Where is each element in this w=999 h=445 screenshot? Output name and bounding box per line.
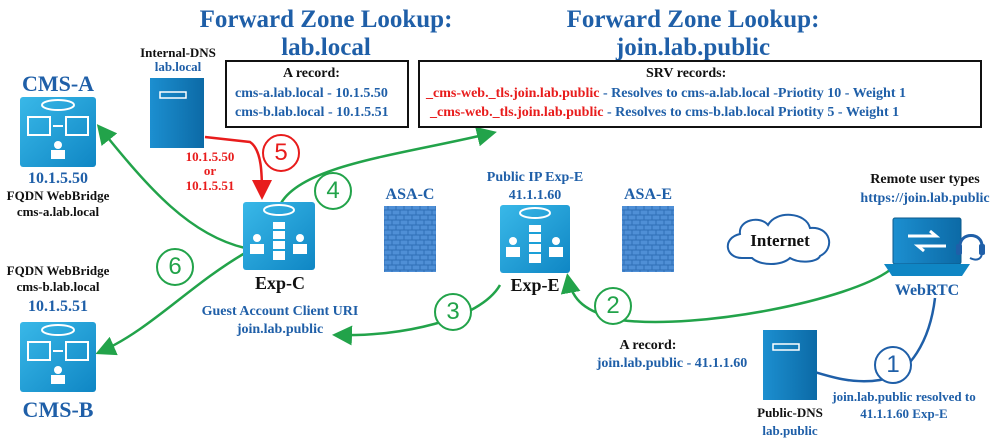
join-zone-title: Forward Zone Lookup: join.lab.public: [567, 6, 820, 61]
exp-c-icon: [243, 202, 315, 270]
step-6-badge: 6: [156, 248, 194, 286]
cms-a-fqdn: cms-a.lab.local: [16, 204, 100, 219]
remote-user-url: https://join.lab.public: [860, 191, 990, 206]
asa-e-title: ASA-E: [623, 186, 673, 203]
resolve-label-line2: or: [203, 163, 217, 179]
webrtc-title: WebRTC: [894, 282, 960, 299]
a-record-box: A record: cms-a.lab.local - 10.1.5.50 cm…: [225, 60, 409, 128]
join-zone-title-line2: join.lab.public: [615, 33, 771, 61]
a-record-row2: cms-b.lab.local - 10.1.5.51: [235, 105, 389, 120]
resolved-note-line1: join.lab.public resolved to: [832, 389, 976, 404]
asa-c-firewall-icon: [384, 206, 436, 272]
lab-zone-title: Forward Zone Lookup: lab.local: [200, 6, 453, 61]
resolve-label-line1: 10.1.5.50: [185, 149, 235, 164]
remote-user-label: Remote user types: [870, 172, 980, 187]
step-1-badge: 1: [874, 346, 912, 384]
internal-dns-label: Internal-DNS lab.local: [140, 45, 216, 75]
cms-b-fqdn-label: FQDN WebBridge: [6, 263, 110, 278]
internal-dns-title: Internal-DNS: [140, 45, 216, 60]
exp-c-guest-uri: join.lab.public: [236, 322, 324, 337]
public-a-record-row: join.lab.public - 41.1.1.60: [596, 356, 748, 371]
exp-e-title: Exp-E: [510, 275, 560, 295]
resolve-label: 10.1.5.50 or 10.1.5.51: [185, 149, 235, 193]
srv-record-title: SRV records:: [646, 66, 727, 81]
srv-row1-desc: - Resolves to cms-a.lab.local -Priotity …: [599, 86, 906, 101]
cms-a-ip: 10.1.5.50: [28, 170, 88, 187]
public-dns-server-icon: [763, 330, 817, 400]
internet-cloud-icon: [726, 213, 831, 265]
exp-e-public-ip: 41.1.1.60: [508, 188, 562, 203]
srv-row1-name: _cms-web._tls.join.lab.public: [426, 86, 600, 101]
exp-c-guest-uri-label: Guest Account Client URI: [201, 304, 359, 319]
exp-e-icon: [500, 205, 570, 273]
join-zone-title-line1: Forward Zone Lookup:: [566, 6, 820, 33]
arrow-step5-dns: [204, 135, 272, 200]
arrow-step6-cms-b: [95, 251, 246, 356]
cms-a-fqdn-label: FQDN WebBridge: [6, 188, 110, 203]
asa-e-firewall-icon: [622, 206, 674, 272]
resolved-note-line2: 41.1.1.60 Exp-E: [860, 406, 948, 421]
public-a-record-title: A record:: [619, 338, 677, 353]
lab-zone-title-line2: lab.local: [281, 33, 371, 61]
lab-zone-title-line1: Forward Zone Lookup:: [199, 6, 453, 33]
srv-row2-name: _cms-web._tls.join.lab.public: [430, 105, 604, 120]
exp-c-title: Exp-C: [254, 273, 306, 293]
cms-b-icon: [20, 322, 96, 392]
arrow-step4-srv: [278, 126, 497, 206]
srv-record-row1: _cms-web._tls.join.lab.public - Resolves…: [426, 86, 906, 101]
cms-b-ip: 10.1.5.51: [28, 298, 88, 315]
cms-b-title: CMS-B: [22, 397, 94, 422]
arrow-step1-dns: [787, 297, 937, 383]
internal-dns-domain: lab.local: [154, 59, 202, 75]
arrow-step3-exp-c: [332, 284, 502, 346]
cms-b-fqdn: cms-b.lab.local: [16, 279, 100, 294]
public-dns-title: Public-DNS: [757, 405, 823, 420]
a-record-row1: cms-a.lab.local - 10.1.5.50: [235, 86, 388, 101]
cms-a-title: CMS-A: [21, 71, 95, 96]
step-2-badge: 2: [594, 287, 632, 325]
internal-dns-server-icon: [150, 78, 204, 148]
arrow-step6-cms-a: [96, 124, 246, 250]
a-record-title: A record:: [283, 66, 340, 81]
exp-e-public-ip-label: Public IP Exp-E: [486, 170, 584, 185]
public-dns-domain: lab.public: [762, 423, 818, 438]
step-3-badge: 3: [434, 293, 472, 331]
srv-record-row2: _cms-web._tls.join.lab.public - Resolves…: [430, 105, 899, 120]
step-4-badge: 4: [314, 172, 352, 210]
step-5-badge: 5: [262, 134, 300, 172]
srv-record-box: SRV records: _cms-web._tls.join.lab.publ…: [418, 60, 982, 128]
internet-label: Internet: [750, 231, 810, 250]
headset-icon: [956, 234, 985, 261]
webrtc-laptop-icon: [884, 217, 970, 276]
srv-row2-desc: - Resolves to cms-b.lab.local Priotity 5…: [603, 105, 900, 120]
asa-c-title: ASA-C: [385, 186, 435, 203]
arrow-step2-exp-e: [560, 268, 891, 324]
resolve-label-line3: 10.1.5.51: [185, 177, 235, 193]
cms-a-icon: [20, 97, 96, 167]
